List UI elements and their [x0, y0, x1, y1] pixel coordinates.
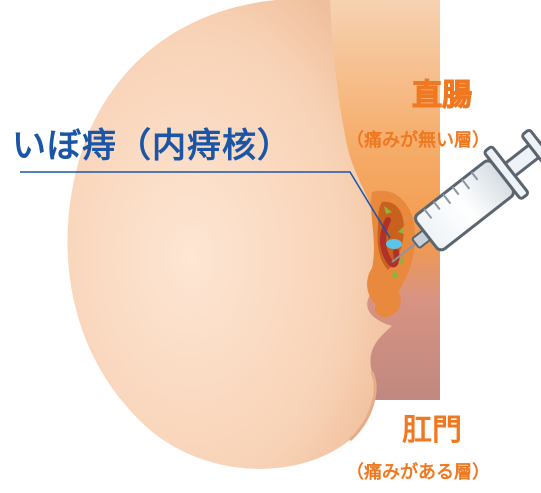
injection-drop: [386, 239, 402, 249]
arrow-icon: [384, 206, 404, 278]
anal-fold: [348, 371, 377, 442]
buttock: [67, 0, 392, 469]
anus-label: 肛門: [402, 413, 462, 448]
hemorrhoid-label: いぼ痔（内痔核）: [12, 126, 292, 166]
leader-line: [20, 171, 391, 239]
rectum-note: （痛みが無い層）: [346, 130, 490, 151]
rectum-label: 直腸: [412, 78, 473, 114]
anus-note: （痛みがある層）: [346, 462, 490, 483]
syringe-icon: [391, 128, 541, 263]
